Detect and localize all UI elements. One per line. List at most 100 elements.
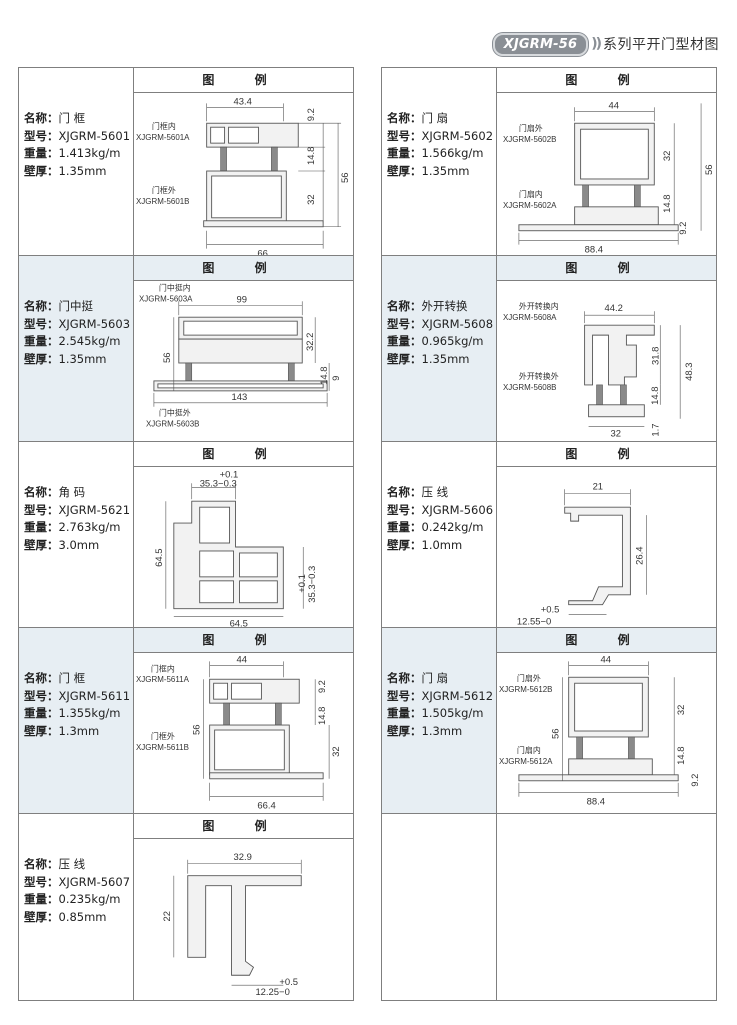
spec-panel: 名称：门 扇 型号：XJGRM-5602 重量：1.566kg/m 壁厚：1.3… (382, 68, 497, 255)
dim-label: 88.4 (587, 797, 605, 808)
dim-label: 44 (608, 100, 619, 111)
profile-weight: 1.413kg/m (58, 146, 121, 160)
dim-label: 32.2 (305, 333, 316, 351)
profile-model: XJGRM-5602 (421, 128, 494, 143)
profile-weight: 2.763kg/m (58, 520, 121, 534)
dim-label: 44 (237, 654, 248, 665)
dim-label: 56 (192, 724, 203, 735)
figure-panel: 图 例 21 26.4 +0.5 12.55−0 (497, 442, 716, 627)
figure-panel: 图 例 门框内 XJGRM-5601A 门框外 XJGRM-5601 (134, 68, 353, 255)
series-badge: XJGRM-56 (492, 32, 589, 56)
profile-wall: 3.0mm (58, 537, 100, 552)
profile-wall: 1.35mm (58, 163, 107, 178)
part-code: XJGRM-5612B (499, 685, 552, 694)
spec-panel: 名称：门中挺 型号：XJGRM-5603 重量：2.545kg/m 壁厚：1.3… (19, 256, 134, 441)
figure-title: 图 例 (134, 442, 353, 467)
profile-name: 压 线 (58, 857, 86, 871)
dim-label: +0.1 (220, 469, 239, 480)
profile-weight: 0.965kg/m (421, 334, 484, 348)
spec-panel (382, 814, 497, 1000)
part-label: 门中挺外 (159, 408, 191, 418)
dim-label: 56 (340, 172, 351, 183)
profile-row: 名称：门 扇 型号：XJGRM-5602 重量：1.566kg/m 壁厚：1.3… (382, 68, 716, 256)
dim-label: 32 (676, 705, 687, 715)
spec-panel: 名称：门 框 型号：XJGRM-5601 重量：1.413kg/m 壁厚：1.3… (19, 68, 134, 255)
part-label: 外开转换外 (519, 371, 559, 381)
spec-panel: 名称：外开转换 型号：XJGRM-5608 重量：0.965kg/m 壁厚：1.… (382, 256, 497, 441)
spec-panel: 名称：门 框 型号：XJGRM-5611 重量：1.355kg/m 壁厚：1.3… (19, 628, 134, 813)
profile-wall: 1.3mm (58, 723, 100, 738)
chevron-icon: )) (591, 36, 602, 52)
part-label: 门框内 (152, 121, 176, 131)
figure-title: 图 例 (497, 628, 716, 653)
dim-label: 9.2 (317, 680, 328, 693)
profile-row: 名称：压 线 型号：XJGRM-5606 重量：0.242kg/m 壁厚：1.0… (382, 442, 716, 628)
figure-title: 图 例 (497, 68, 716, 93)
profile-name: 门 框 (58, 671, 86, 685)
profile-name: 角 码 (58, 485, 86, 499)
part-label: 门框外 (151, 731, 175, 741)
right-column: 名称：门 扇 型号：XJGRM-5602 重量：1.566kg/m 壁厚：1.3… (381, 67, 717, 1001)
dim-label: 44 (601, 654, 612, 665)
dim-label: 44.2 (605, 303, 623, 314)
part-code: XJGRM-5612A (499, 757, 553, 766)
dim-label: 22 (162, 911, 173, 922)
profile-model: XJGRM-5621 (58, 502, 131, 517)
part-label: 门框外 (152, 185, 176, 195)
dim-label: 9.2 (690, 774, 701, 787)
dim-label: 14.8 (319, 367, 330, 385)
part-label: 门中挺内 (159, 282, 191, 292)
part-label: 门扇内 (517, 745, 541, 755)
part-label: 门扇外 (519, 123, 543, 133)
profile-name: 门 扇 (421, 671, 449, 685)
figure-title: 图 例 (134, 256, 353, 281)
dim-label: +0.5 (541, 605, 560, 616)
dim-label: 88.4 (585, 245, 603, 255)
profile-wall: 1.3mm (421, 723, 463, 738)
dim-label: 9.2 (306, 108, 317, 121)
dim-label: 1.7 (650, 424, 661, 437)
left-column: 名称：门 框 型号：XJGRM-5601 重量：1.413kg/m 壁厚：1.3… (18, 67, 354, 1001)
part-label: 门扇内 (519, 189, 543, 199)
dim-label: 32.9 (234, 852, 252, 863)
profile-name: 压 线 (421, 485, 449, 499)
profile-row: 名称：门 扇 型号：XJGRM-5612 重量：1.505kg/m 壁厚：1.3… (382, 628, 716, 814)
profile-row: 名称：门中挺 型号：XJGRM-5603 重量：2.545kg/m 壁厚：1.3… (19, 256, 353, 442)
profile-model: XJGRM-5601 (58, 128, 131, 143)
profile-name: 门 框 (58, 111, 86, 125)
dim-label: 48.3 (684, 363, 695, 381)
profile-drawing: 32.9 22 +0.5 12.25−0 (134, 839, 353, 1000)
profile-wall: 1.35mm (421, 351, 470, 366)
part-code: XJGRM-5608B (503, 383, 556, 392)
profile-wall: 0.85mm (58, 909, 107, 924)
dim-label: 32 (610, 429, 621, 440)
figure-title: 图 例 (134, 628, 353, 653)
dim-label: 26.4 (634, 547, 645, 565)
profile-weight: 1.566kg/m (421, 146, 484, 160)
profile-model: XJGRM-5607 (58, 874, 131, 889)
part-code: XJGRM-5602A (503, 201, 557, 210)
dim-label: 43.4 (234, 96, 252, 107)
dim-label: 14.8 (650, 386, 661, 404)
dim-label: +0.1 (297, 574, 308, 593)
dim-label: 14.8 (306, 147, 317, 165)
part-code: XJGRM-5603A (139, 294, 193, 303)
part-code: XJGRM-5603B (146, 420, 199, 429)
profile-model: XJGRM-5603 (58, 316, 131, 331)
figure-panel: 图 例 门框内 XJGRM-5611A 门框外 XJGRM-5611B (134, 628, 353, 813)
dim-label: 32 (331, 746, 342, 757)
spec-panel: 名称：压 线 型号：XJGRM-5606 重量：0.242kg/m 壁厚：1.0… (382, 442, 497, 627)
part-code: XJGRM-5611A (136, 675, 190, 684)
dim-label: 21 (593, 481, 604, 492)
figure-title: 图 例 (134, 814, 353, 839)
part-label: 门框内 (151, 663, 175, 673)
dim-label: 35.3−0.3 (307, 566, 318, 603)
dim-label: 64.5 (230, 619, 248, 627)
dim-label: 66.4 (257, 801, 275, 812)
spec-panel: 名称：角 码 型号：XJGRM-5621 重量：2.763kg/m 壁厚：3.0… (19, 442, 134, 627)
profile-name: 门中挺 (58, 299, 94, 313)
profile-model: XJGRM-5612 (421, 688, 494, 703)
dim-label: 14.8 (662, 194, 673, 212)
profile-drawing: +0.1 35.3−0.3 64.5 +0.1 35.3−0.3 64.5 (134, 467, 353, 627)
dim-label: 143 (232, 392, 248, 403)
